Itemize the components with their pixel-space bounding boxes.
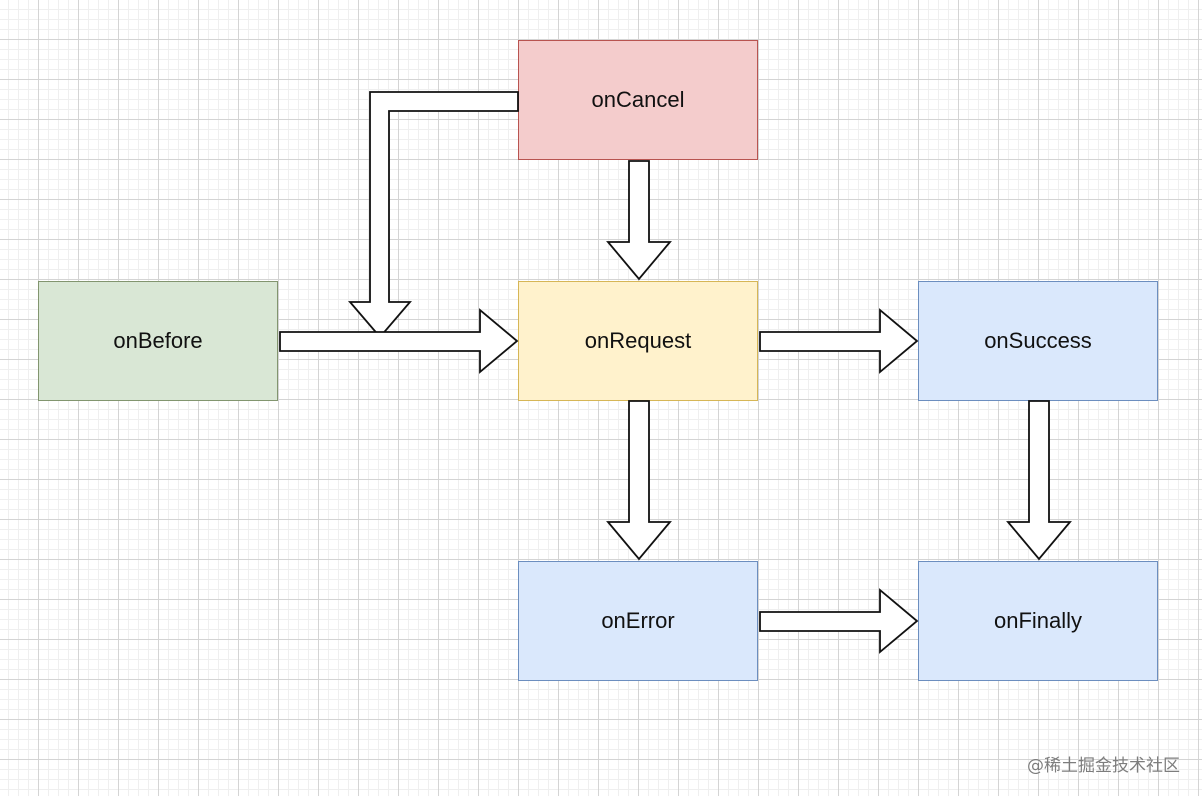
node-onfinally: onFinally xyxy=(918,561,1158,681)
node-onbefore: onBefore xyxy=(38,281,278,401)
node-onsuccess: onSuccess xyxy=(918,281,1158,401)
node-label-onbefore: onBefore xyxy=(113,328,203,353)
arrow-onerror-to-onfinally xyxy=(759,588,919,654)
node-label-onfinally: onFinally xyxy=(993,608,1083,633)
node-oncancel: onCancel xyxy=(518,40,758,160)
arrow-oncancel-to-connector xyxy=(348,91,519,339)
node-onrequest: onRequest xyxy=(518,281,758,401)
node-label-onrequest: onRequest xyxy=(584,328,692,353)
arrow-onsuccess-to-onfinally xyxy=(1006,400,1072,561)
watermark: @稀土掘金技术社区 xyxy=(1027,756,1180,776)
arrow-onrequest-to-onerror xyxy=(606,400,672,561)
arrow-onbefore-to-onrequest xyxy=(279,308,519,374)
node-label-onsuccess: onSuccess xyxy=(984,328,1092,353)
node-label-onerror: onError xyxy=(601,608,675,633)
node-onerror: onError xyxy=(518,561,758,681)
node-label-oncancel: onCancel xyxy=(591,87,685,112)
arrow-oncancel-to-onrequest xyxy=(606,160,672,281)
arrow-onrequest-to-onsuccess xyxy=(759,308,919,374)
